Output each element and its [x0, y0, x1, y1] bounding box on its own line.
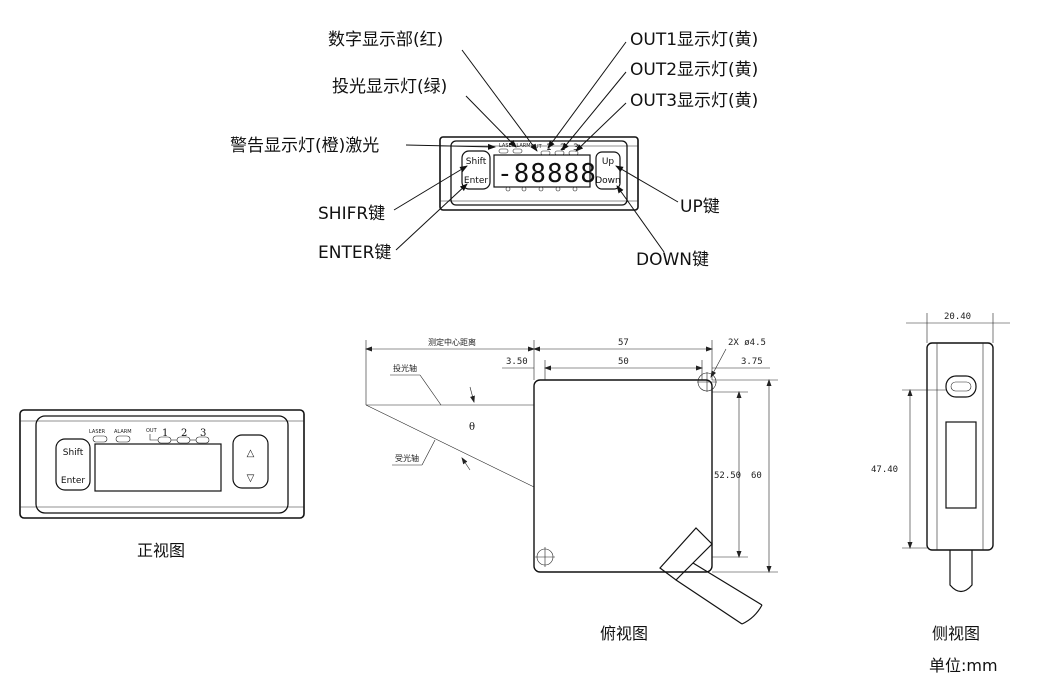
panel-detail-laser-label: LASER	[499, 143, 516, 149]
callout-leaders	[393, 41, 679, 253]
panel-detail-out3-led	[568, 150, 579, 156]
panel-detail-dot	[572, 186, 578, 192]
panel-detail-out-number-2: 2	[560, 143, 566, 153]
top-view-theta-label: θ	[469, 422, 475, 433]
top-view-dim-375: 3.75	[741, 357, 763, 367]
front-view-down-arrow-icon: ▽	[247, 473, 255, 484]
callout-up-key: UP键	[680, 197, 720, 217]
front-view-out-bracket	[149, 434, 158, 441]
top-view-recv-axis-line	[365, 404, 535, 488]
leader-digital-display	[461, 49, 538, 152]
top-view: θ 投光轴 受光轴 测定中心距离 57 50 3.50 3.75 2X ø4.5…	[365, 337, 778, 625]
panel-detail-shift-label: Shift	[466, 157, 487, 167]
front-view-out-label: OUT	[146, 428, 158, 434]
top-view-recv-axis-leader	[421, 439, 436, 466]
side-view-body	[926, 342, 994, 551]
top-view-cable-end	[741, 604, 763, 625]
side-view-window	[945, 421, 977, 509]
front-view-up-arrow-icon: △	[247, 448, 255, 459]
callout-alarm-lamp: 警告显示灯(橙)激光	[230, 136, 379, 156]
leader-up-key	[615, 165, 679, 203]
top-view-dim-350: 3.50	[506, 357, 528, 367]
top-view-dim-5250: 52.50	[714, 471, 741, 481]
front-view-alarm-label: ALARM	[114, 429, 132, 435]
leader-alarm-lamp	[405, 143, 496, 150]
callout-down-key: DOWN键	[636, 250, 709, 270]
leader-out1-lamp	[547, 41, 627, 149]
panel-detail: Shift Enter -88888 Up Down LASER ALARM O…	[439, 136, 639, 211]
panel-detail-enter-label: Enter	[464, 176, 488, 186]
top-view-recv-axis-label: 受光轴	[395, 453, 419, 463]
top-view-dim-hole: 2X ø4.5	[728, 338, 766, 348]
panel-detail-dot	[521, 186, 527, 192]
panel-detail-up-label: Up	[602, 157, 615, 167]
front-view-face	[35, 415, 289, 514]
callout-enter-key: ENTER键	[318, 243, 391, 263]
top-view-emit-axis-leader	[419, 374, 442, 406]
panel-detail-face	[450, 140, 628, 206]
side-view-dim-4740: 47.40	[871, 465, 898, 475]
top-view-dim-hole-leader	[710, 348, 727, 378]
leader-out2-lamp	[561, 71, 627, 151]
front-view-up-down-key	[232, 434, 269, 489]
panel-detail-housing	[439, 136, 639, 211]
leader-emit-lamp	[465, 95, 517, 148]
front-view-shift-enter-key	[55, 438, 91, 491]
front-view-out-number-2: 2	[181, 428, 187, 439]
callout-emit-lamp: 投光显示灯(绿)	[332, 77, 447, 97]
leader-enter-key	[395, 183, 468, 251]
callout-out3-lamp: OUT3显示灯(黄)	[630, 91, 758, 111]
front-view-out-number-3: 3	[200, 428, 206, 439]
front-view: Shift Enter △ ▽ LASER ALARM OUT 1 2 3	[19, 409, 305, 519]
top-view-dim-60: 60	[751, 471, 762, 481]
callout-shift-key: SHIFR键	[318, 204, 385, 224]
front-view-shift-label: Shift	[63, 448, 84, 458]
panel-detail-display-digits: -88888	[497, 159, 597, 189]
top-view-theta-arrow-lower	[461, 457, 471, 471]
caption-unit: 单位:mm	[929, 656, 998, 675]
panel-detail-dot	[555, 186, 561, 192]
side-view-connector	[949, 550, 973, 593]
panel-detail-out2-led	[554, 150, 565, 156]
panel-detail-alarm-label: ALARM	[513, 143, 531, 149]
front-view-alarm-led	[115, 435, 131, 443]
top-view-theta-arrow-upper	[469, 386, 475, 403]
caption-front-view: 正视图	[137, 541, 185, 560]
top-view-dim-measure-center: 测定中心距离	[428, 337, 476, 347]
top-view-dim-57: 57	[618, 338, 629, 348]
leader-down-key	[616, 185, 665, 253]
front-view-out-number-1: 1	[162, 428, 168, 439]
front-view-enter-label: Enter	[61, 476, 85, 486]
leader-shift-key	[393, 165, 468, 211]
side-view-dim-2040: 20.40	[944, 312, 971, 322]
side-view-slot-inner	[950, 381, 972, 392]
caption-top-view: 俯视图	[600, 624, 648, 643]
callout-labels: 数字显示部(红) 投光显示灯(绿) 警告显示灯(橙)激光 OUT1显示灯(黄) …	[230, 30, 758, 270]
front-view-laser-label: LASER	[89, 429, 106, 435]
callout-out1-lamp: OUT1显示灯(黄)	[630, 30, 758, 50]
top-view-body	[533, 379, 713, 573]
side-view: 20.40 47.40	[871, 312, 1010, 593]
callout-out2-lamp: OUT2显示灯(黄)	[630, 60, 758, 80]
panel-detail-dot	[538, 186, 544, 192]
panel-detail-down-label: Down	[595, 176, 621, 186]
top-view-emit-axis-label: 投光轴	[393, 363, 417, 373]
caption-side-view: 侧视图	[932, 624, 980, 643]
leader-out3-lamp	[575, 102, 627, 152]
panel-detail-dot	[505, 186, 511, 192]
callout-digital-display: 数字显示部(红)	[328, 30, 443, 50]
panel-detail-out1-led	[540, 150, 551, 156]
front-view-housing	[19, 409, 305, 519]
panel-detail-laser-led	[498, 148, 509, 154]
front-view-display-window	[94, 443, 222, 492]
panel-detail-alarm-led	[512, 148, 523, 154]
side-view-slot-outer	[945, 375, 977, 398]
top-view-connector	[659, 527, 713, 581]
front-view-laser-led	[92, 435, 108, 443]
top-view-cable	[675, 562, 763, 625]
top-view-dim-50: 50	[618, 357, 629, 367]
